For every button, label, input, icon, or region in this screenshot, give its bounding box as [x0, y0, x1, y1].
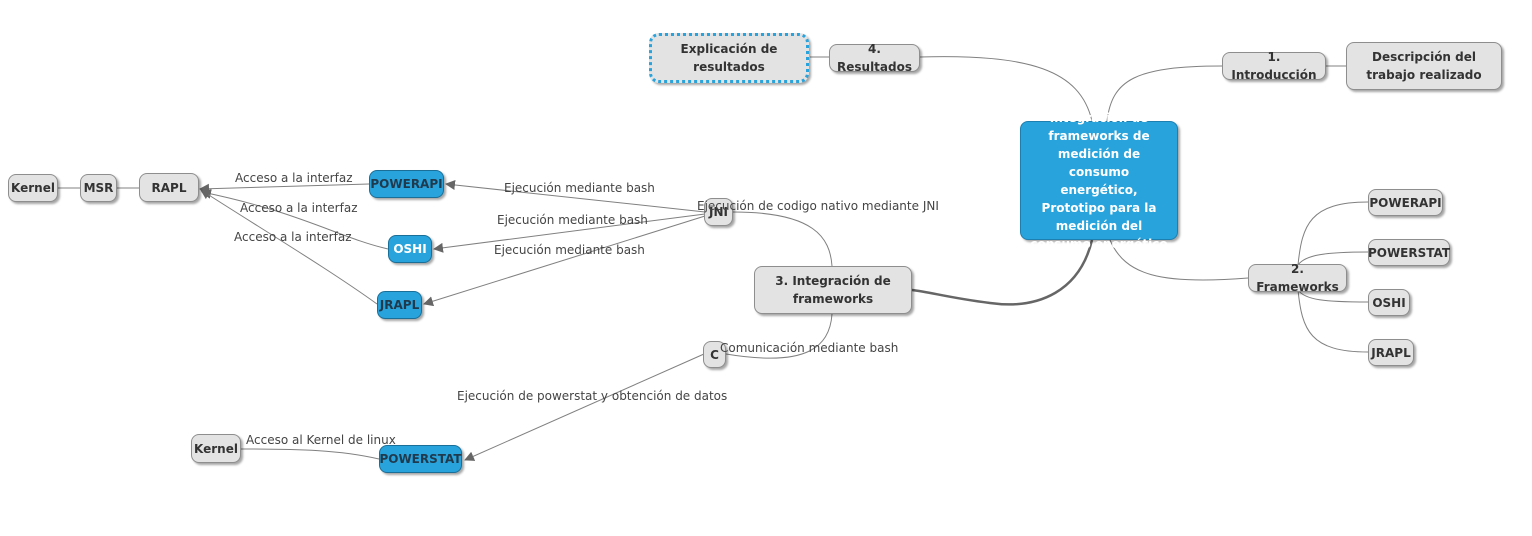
- node-c[interactable]: C: [703, 341, 726, 368]
- edge-jrapl-rapl: [200, 189, 378, 305]
- edge-jni-jrapl: [423, 215, 706, 307]
- node-powerstat[interactable]: POWERSTAT: [379, 445, 462, 473]
- edge-jni-powerapi: [445, 179, 706, 213]
- label-powerstat-exec: Ejecución de powerstat y obtención de da…: [457, 389, 728, 403]
- node-fw-oshi[interactable]: OSHI: [1368, 289, 1410, 316]
- edge-root-resultados: [919, 56, 1093, 122]
- node-resultados[interactable]: 4. Resultados: [829, 42, 920, 74]
- label-bash-jrapl: Ejecución mediante bash: [494, 243, 645, 257]
- edge-frameworks-oshi: [1297, 289, 1369, 303]
- label-jni-exec: Ejecución de codigo nativo mediante JNI: [697, 199, 939, 213]
- node-jrapl[interactable]: JRAPL: [377, 291, 422, 319]
- edge-root-frameworks: [1109, 239, 1249, 281]
- label-iface-jrapl: Acceso a la interfaz: [234, 230, 352, 244]
- node-fw-powerapi[interactable]: POWERAPI: [1368, 189, 1443, 216]
- node-introduccion[interactable]: 1. Introducción: [1222, 50, 1326, 82]
- edge-powerapi-rapl: [199, 183, 370, 194]
- edge-frameworks-powerstat: [1297, 251, 1369, 266]
- label-iface-powerapi: Acceso a la interfaz: [235, 171, 353, 185]
- node-kernel-bottom[interactable]: Kernel: [191, 434, 241, 463]
- edge-powerstat-kernel: [240, 448, 380, 460]
- node-frameworks[interactable]: 2. Frameworks: [1248, 262, 1347, 294]
- root-node[interactable]: Integración de frameworks de medición de…: [1020, 111, 1178, 251]
- edge-c-powerstat: [464, 353, 705, 461]
- node-fw-powerstat[interactable]: POWERSTAT: [1368, 239, 1450, 266]
- label-iface-oshi: Acceso a la interfaz: [240, 201, 358, 215]
- label-bash-oshi: Ejecución mediante bash: [497, 213, 648, 227]
- label-comm-bash: Comunicación mediante bash: [720, 341, 899, 355]
- label-kernel-linux: Acceso al Kernel de linux: [246, 433, 396, 447]
- root-label: Integración de frameworks de medición de…: [1030, 110, 1168, 251]
- node-oshi[interactable]: OSHI: [388, 235, 432, 263]
- node-integracion[interactable]: 3. Integración de frameworks: [754, 266, 912, 314]
- edge-frameworks-jrapl: [1297, 289, 1369, 353]
- node-descripcion[interactable]: Descripción del trabajo realizado: [1346, 42, 1502, 90]
- edge-integracion-c: [725, 313, 833, 359]
- label-bash-powerapi: Ejecución mediante bash: [504, 181, 655, 195]
- node-msr[interactable]: MSR: [80, 174, 117, 202]
- node-kernel-top[interactable]: Kernel: [8, 174, 58, 202]
- edge-oshi-rapl: [201, 188, 389, 250]
- node-rapl[interactable]: RAPL: [139, 173, 199, 202]
- edge-frameworks-powerapi: [1297, 201, 1369, 266]
- node-jni[interactable]: JNI: [704, 198, 733, 226]
- edge-root-integracion: [911, 239, 1094, 306]
- node-fw-jrapl[interactable]: JRAPL: [1368, 339, 1414, 366]
- edge-jni-oshi: [433, 213, 706, 253]
- node-explicacion[interactable]: Explicación de resultados: [649, 33, 809, 83]
- edge-integracion-jni: [732, 211, 833, 267]
- node-powerapi[interactable]: POWERAPI: [369, 170, 444, 198]
- edge-root-introduccion: [1106, 65, 1223, 122]
